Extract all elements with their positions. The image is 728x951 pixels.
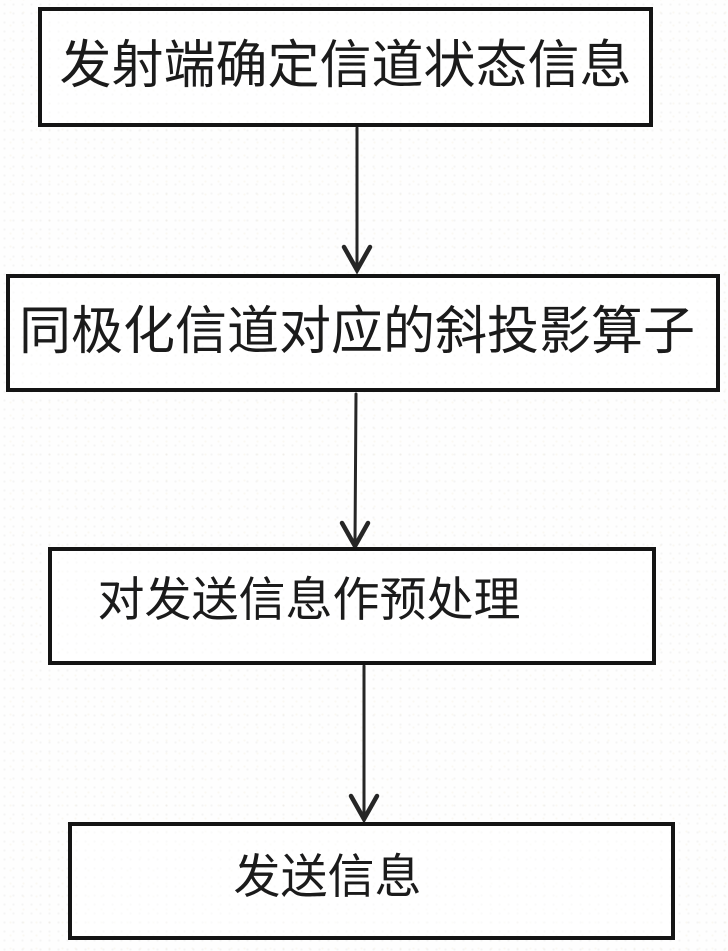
arrow-step3-to-step4 [348, 664, 380, 824]
flowchart-step-1: 发射端确定信道状态信息 [38, 7, 653, 127]
flowchart-step-3-label: 对发送信息作预处理 [97, 574, 521, 627]
arrow-step1-to-step2 [341, 126, 373, 275]
flowchart-step-3: 对发送信息作预处理 [48, 547, 656, 665]
flowchart-step-4: 发送信息 [68, 822, 675, 940]
flowchart-step-1-label: 发射端确定信道状态信息 [59, 38, 632, 95]
arrow-step2-to-step3 [339, 392, 371, 551]
flowchart-step-2: 同极化信道对应的斜投影算子 [6, 274, 720, 392]
flowchart-step-4-label: 发送信息 [233, 851, 422, 904]
flowchart-step-2-label: 同极化信道对应的斜投影算子 [18, 304, 695, 361]
